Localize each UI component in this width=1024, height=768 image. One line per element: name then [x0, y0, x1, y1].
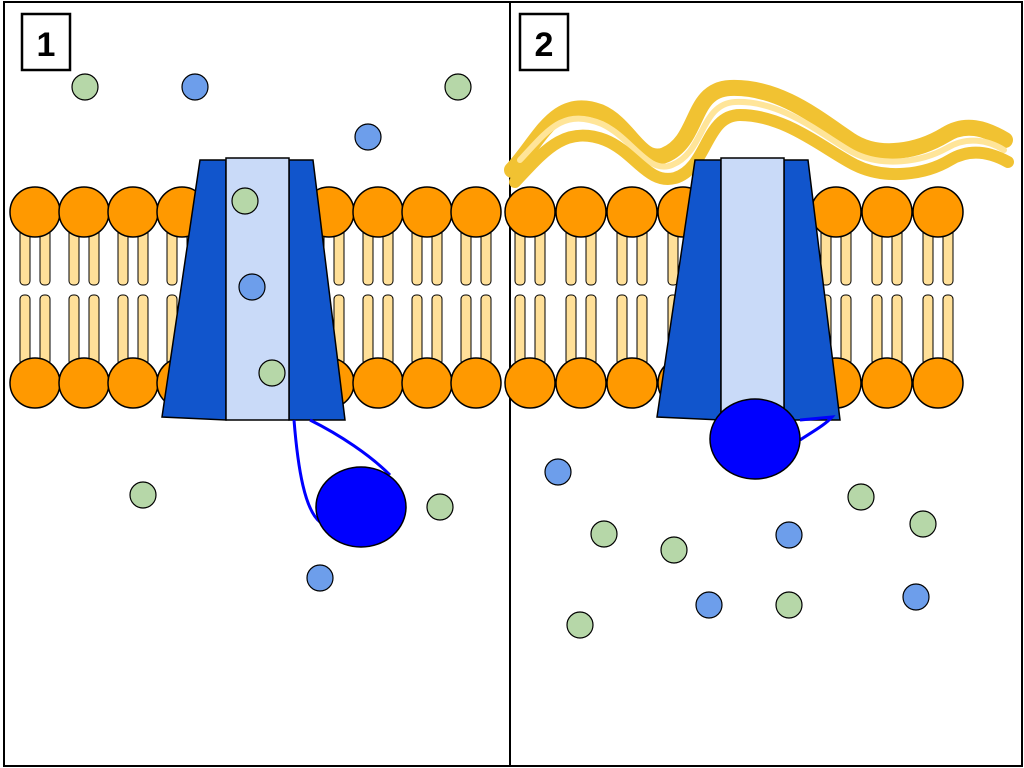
gate-tether [799, 415, 836, 442]
toxin-strand-icon [504, 79, 1014, 188]
panel-1-label: 1 [37, 26, 56, 64]
ion-icon [695, 591, 723, 619]
phospholipid-head-icon [606, 186, 658, 238]
gate-tether [292, 419, 322, 524]
lipid-tail [616, 294, 628, 366]
ion-icon [902, 583, 930, 611]
lipid-tail [137, 294, 149, 366]
ion-icon [306, 564, 334, 592]
lipid-tail [362, 294, 374, 366]
phospholipid-head-icon [107, 357, 159, 409]
ion-icon [775, 521, 803, 549]
phospholipid-head-icon [107, 186, 159, 238]
lipid-tail [565, 294, 577, 366]
lipid-tail [39, 294, 51, 366]
panel-2-label: 2 [535, 26, 554, 64]
ion-channel-icon [656, 157, 841, 480]
phospholipid-head-icon [912, 186, 964, 238]
ion-icon [590, 520, 618, 548]
phospholipid-pair [555, 186, 607, 409]
lipid-tail [68, 294, 80, 366]
lipid-tail [585, 294, 597, 366]
ion-icon [258, 359, 286, 387]
phospholipid-pair [912, 186, 964, 409]
lipid-tail [942, 294, 954, 366]
lipid-tail [88, 294, 100, 366]
phospholipid-head-icon [810, 186, 862, 238]
phospholipid-head-icon [861, 357, 913, 409]
phospholipid-pair [401, 186, 453, 409]
lipid-tail [480, 294, 492, 366]
ion-icon [354, 123, 382, 151]
lipid-tail [460, 294, 472, 366]
lipid-tail [636, 294, 648, 366]
phospholipid-pair [58, 186, 110, 409]
ion-icon [444, 73, 472, 101]
lipid-tail [534, 294, 546, 366]
gate-ball-icon [315, 466, 407, 548]
lipid-tail [431, 294, 443, 366]
phospholipid-pair [606, 186, 658, 409]
phospholipid-head-icon [58, 186, 110, 238]
ion-icon [238, 273, 266, 301]
phospholipid-head-icon [401, 357, 453, 409]
lipid-tail [514, 294, 526, 366]
lipid-tail [840, 294, 852, 366]
phospholipid-head-icon [912, 357, 964, 409]
phospholipid-head-icon [352, 357, 404, 409]
phospholipid-pair [107, 186, 159, 409]
phospholipid-head-icon [352, 186, 404, 238]
panel-1-label-box: 1 [20, 12, 72, 72]
ion-icon [426, 493, 454, 521]
ion-icon [71, 73, 99, 101]
ion-icon [544, 458, 572, 486]
phospholipid-head-icon [401, 186, 453, 238]
phospholipid-head-icon [555, 186, 607, 238]
phospholipid-head-icon [450, 186, 502, 238]
lipid-tail [411, 294, 423, 366]
lipid-tail [891, 294, 903, 366]
lipid-tail [117, 294, 129, 366]
phospholipid-head-icon [504, 357, 556, 409]
lipid-tail [19, 294, 31, 366]
gate-tether [309, 418, 392, 477]
phospholipid-head-icon [58, 357, 110, 409]
ion-icon [231, 187, 259, 215]
phospholipid-pair [450, 186, 502, 409]
phospholipid-head-icon [9, 357, 61, 409]
phospholipid-pair [504, 186, 556, 409]
phospholipid-pair [861, 186, 913, 409]
lipid-tail [922, 294, 934, 366]
ion-icon [566, 611, 594, 639]
ion-icon [775, 591, 803, 619]
ion-icon [129, 481, 157, 509]
phospholipid-head-icon [861, 186, 913, 238]
ion-icon [660, 536, 688, 564]
ion-icon [181, 73, 209, 101]
phospholipid-head-icon [606, 357, 658, 409]
panel-2-label-box: 2 [518, 12, 570, 72]
phospholipid-head-icon [504, 186, 556, 238]
channel-pore [720, 157, 785, 421]
gate-ball-icon [709, 398, 801, 480]
ion-icon [847, 483, 875, 511]
lipid-tail [382, 294, 394, 366]
phospholipid-pair [352, 186, 404, 409]
phospholipid-head-icon [9, 186, 61, 238]
ion-icon [909, 510, 937, 538]
phospholipid-head-icon [450, 357, 502, 409]
lipid-tail [871, 294, 883, 366]
phospholipid-head-icon [555, 357, 607, 409]
